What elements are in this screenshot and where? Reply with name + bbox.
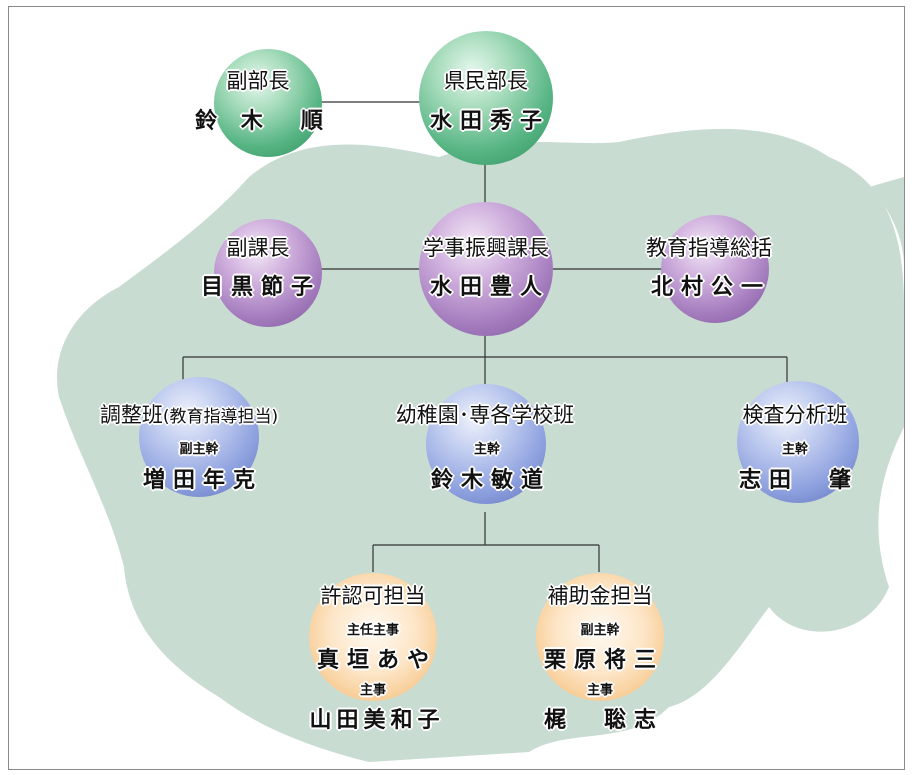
node-director bbox=[419, 31, 553, 165]
coordination-team-title: 調整班(教育指導担当) bbox=[100, 399, 278, 429]
node-education-guidance bbox=[661, 215, 769, 323]
section-chief-name: 水田豊人 bbox=[429, 274, 551, 300]
kindergarten-team-title: 幼稚園･専各学校班 bbox=[395, 403, 575, 427]
audit-team-title: 検査分析班 bbox=[742, 403, 848, 427]
coordination-team-role: 副主幹 bbox=[179, 442, 219, 457]
education-guidance-title: 教育指導総括 bbox=[646, 236, 772, 260]
map-island bbox=[869, 177, 904, 267]
approval-name-1: 真垣あや bbox=[316, 647, 438, 673]
subsidy-title: 補助金担当 bbox=[547, 584, 653, 608]
director-name: 水田秀子 bbox=[429, 108, 551, 134]
education-guidance-name: 北村公一 bbox=[650, 274, 772, 300]
node-approval bbox=[309, 573, 437, 701]
approval-role-2: 主事 bbox=[359, 683, 387, 698]
vice-section-chief-name: 目黒節子 bbox=[200, 274, 322, 300]
approval-title: 許認可担当 bbox=[320, 584, 426, 608]
node-section-chief bbox=[419, 202, 553, 336]
section-chief-title: 学事振興課長 bbox=[423, 236, 549, 260]
approval-name-2: 山田美和子 bbox=[309, 707, 445, 733]
node-vice-section-chief bbox=[214, 219, 322, 327]
node-vice-director bbox=[214, 49, 322, 157]
approval-role-1: 主任主事 bbox=[346, 623, 400, 638]
audit-team-role: 主幹 bbox=[781, 442, 809, 457]
node-coordination-team bbox=[139, 377, 259, 497]
subsidy-role-1: 副主幹 bbox=[580, 623, 620, 638]
coordination-team-head: 増田年克 bbox=[142, 467, 264, 493]
coordination-team-name-label: 調整班 bbox=[99, 403, 163, 427]
subsidy-name-1: 栗原将三 bbox=[543, 647, 665, 673]
node-kindergarten-team bbox=[426, 384, 546, 504]
director-title: 県民部長 bbox=[444, 69, 528, 93]
kindergarten-team-role: 主幹 bbox=[473, 442, 501, 457]
kindergarten-team-head: 鈴木敏道 bbox=[430, 467, 552, 493]
coordination-team-note: (教育指導担当) bbox=[162, 407, 279, 427]
node-subsidy bbox=[536, 573, 664, 701]
subsidy-name-2: 梶 聡志 bbox=[543, 707, 665, 733]
vice-section-chief-title: 副課長 bbox=[226, 236, 290, 260]
audit-team-head: 志田 肇 bbox=[738, 467, 860, 493]
vice-director-name: 鈴 木 順 bbox=[195, 108, 331, 134]
vice-director-title: 副部長 bbox=[226, 69, 290, 93]
node-audit-team bbox=[737, 381, 859, 503]
org-chart: 副部長 鈴 木 順 県民部長 水田秀子 副課長 目黒節子 学事振興課長 水田豊人… bbox=[8, 6, 905, 770]
subsidy-role-2: 主事 bbox=[586, 683, 614, 698]
